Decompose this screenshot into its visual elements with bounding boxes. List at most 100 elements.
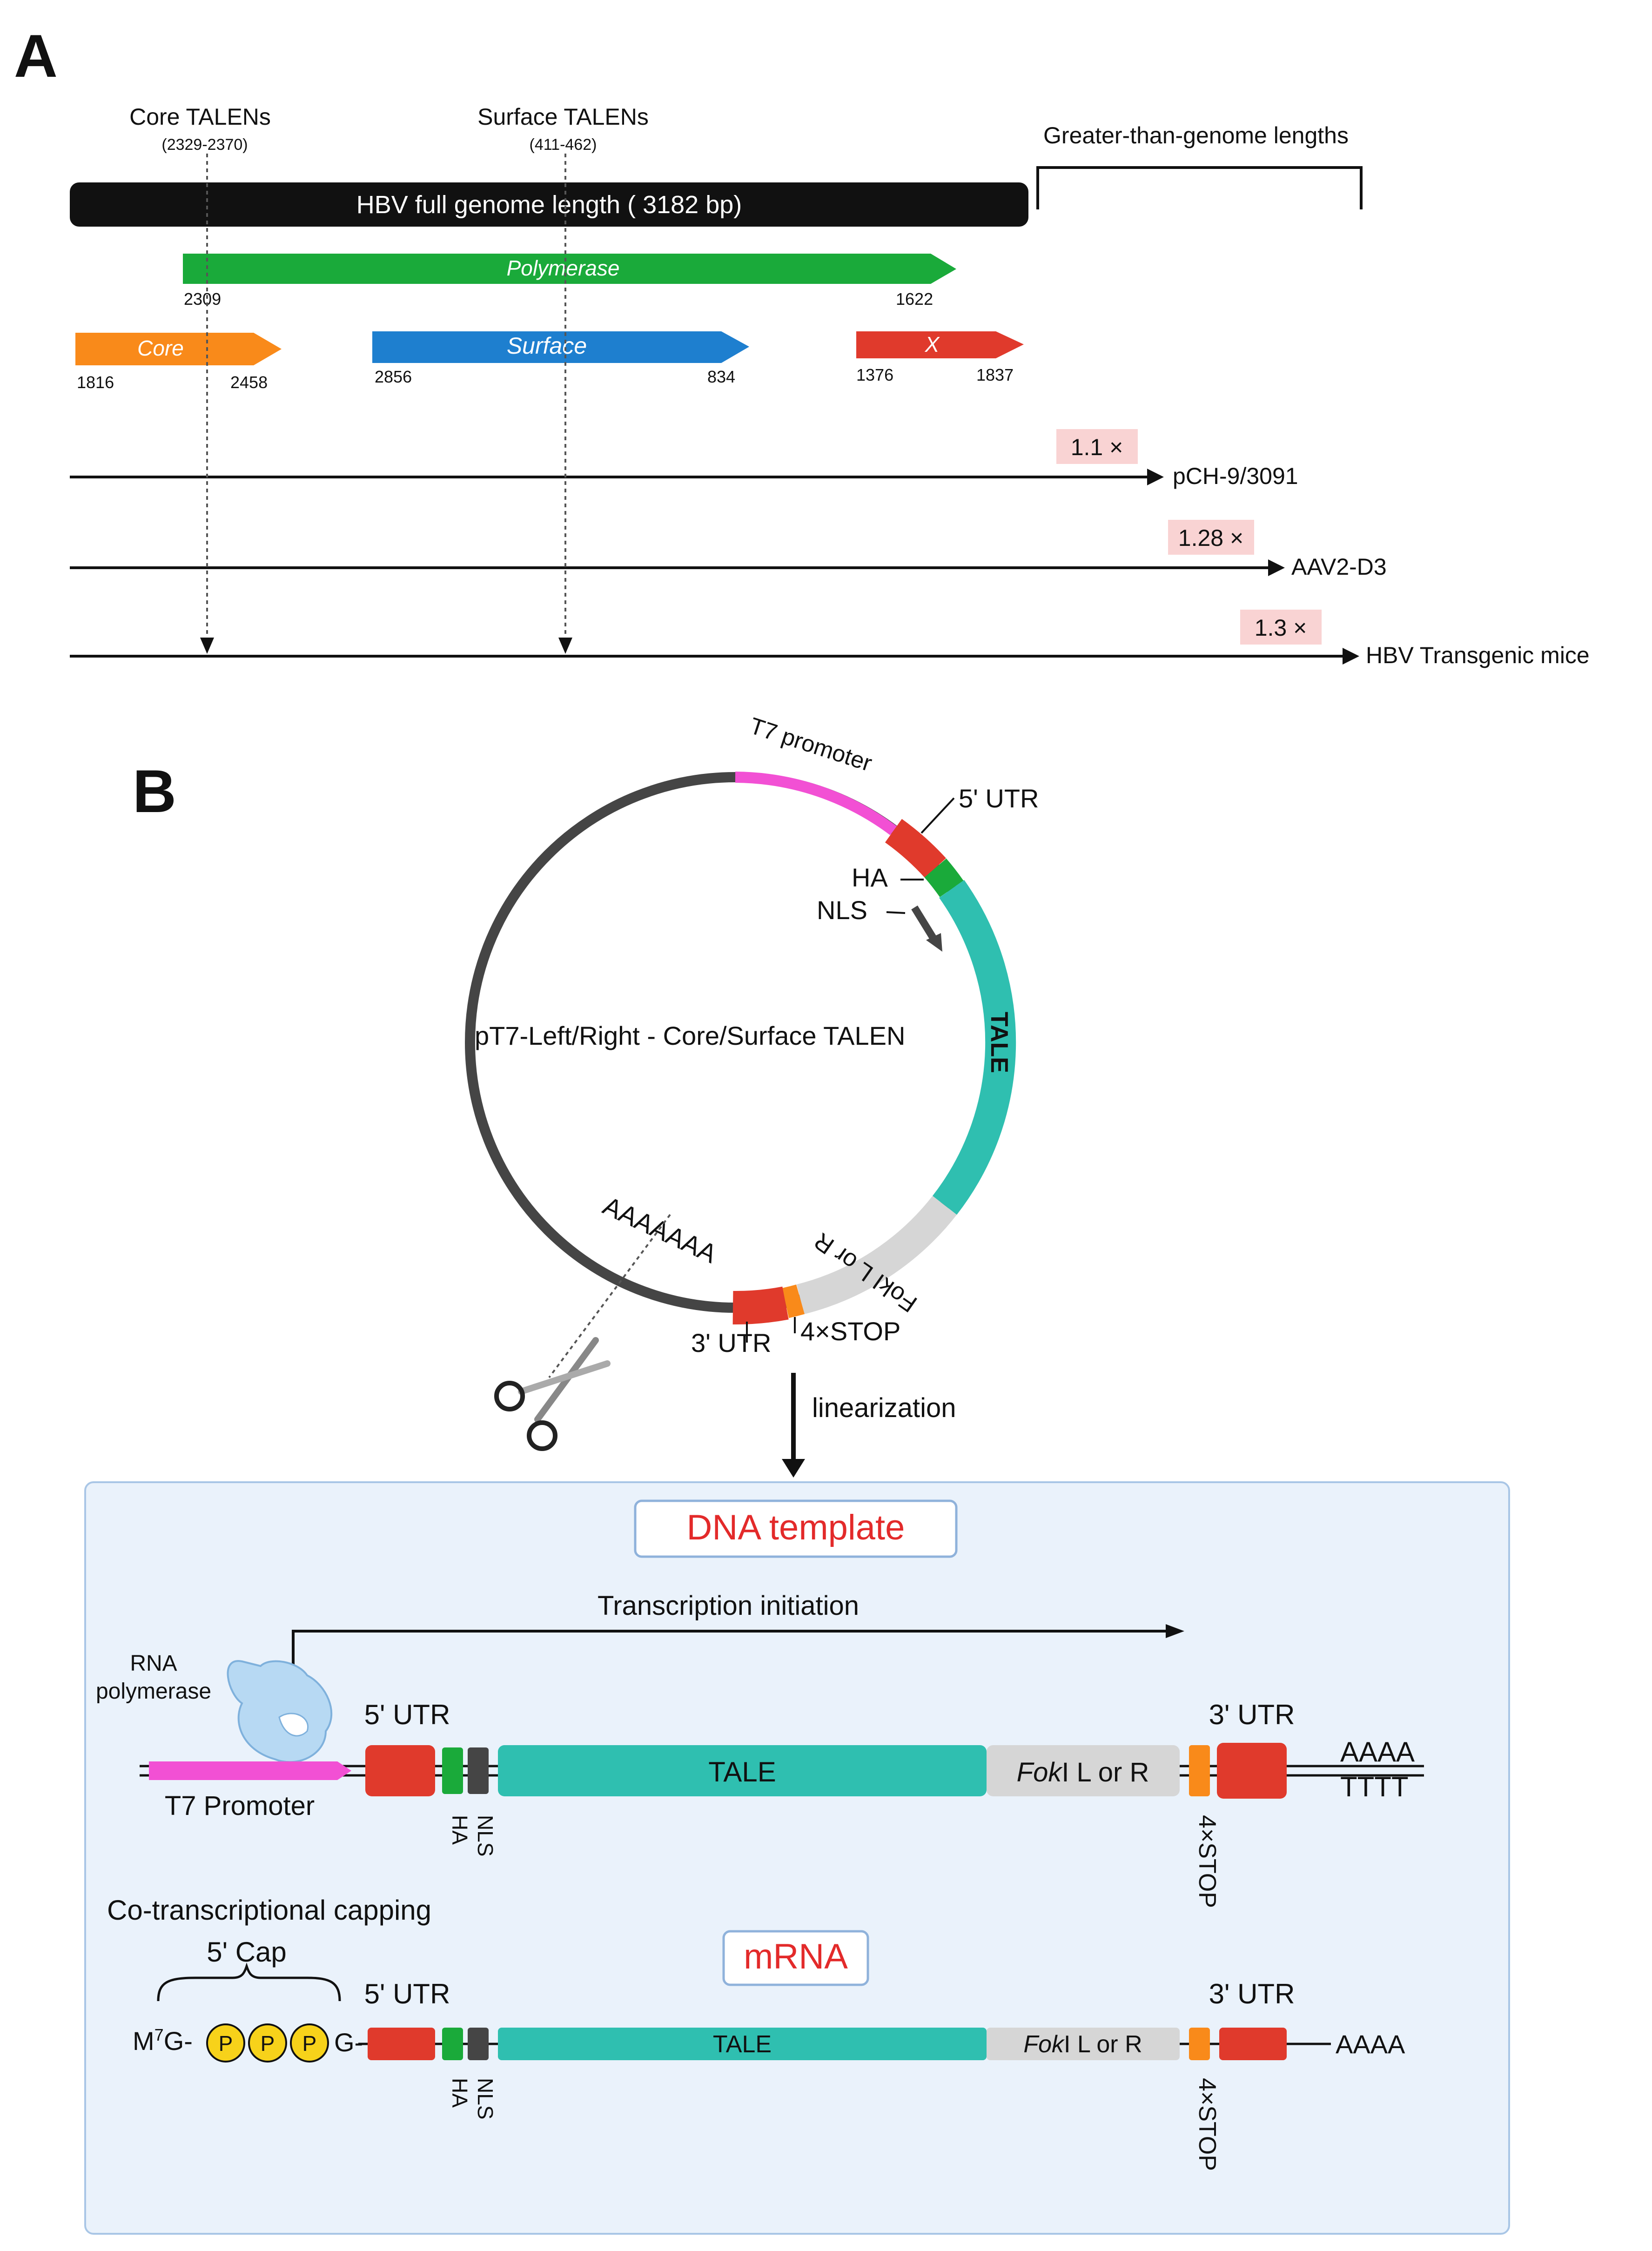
dna-3utr-block: [1217, 1743, 1287, 1799]
m7g-label: M7G-: [133, 2025, 193, 2056]
x-end: 1837: [976, 365, 1014, 384]
greater-than-genome-label: Greater-than-genome lengths: [1043, 122, 1349, 148]
genome-bar: [70, 182, 1028, 227]
phosphate-2: [248, 2023, 287, 2063]
mrna-3utr-block: [1219, 2028, 1287, 2060]
core-label: Core: [137, 336, 184, 360]
dna-tttt-label: TTTT: [1340, 1771, 1409, 1802]
polymerase-end: 1622: [896, 289, 933, 309]
phosphate-3-label: P: [302, 2031, 317, 2056]
dna-stop-label: 4×STOP: [1194, 1815, 1221, 1908]
mrna-stop-block: [1189, 2028, 1210, 2060]
transcription-initiation-label: Transcription initiation: [598, 1591, 859, 1621]
dna-3utr-label: 3' UTR: [1209, 1699, 1295, 1730]
m7g-g: G-: [164, 2026, 193, 2056]
rna-polymerase-label-line1: RNA: [130, 1651, 177, 1676]
plasmid-foki: [796, 1196, 957, 1314]
mrna-5utr-label: 5' UTR: [364, 1978, 450, 2009]
mrna-tale-block: [498, 2028, 987, 2060]
core-talens-label: Core TALENs: [129, 104, 271, 130]
mrna-nls-label: NLS: [473, 2078, 497, 2119]
dna-foki-label: FokI L or R: [1017, 1757, 1149, 1787]
surface-start: 2856: [375, 367, 412, 386]
x-start: 1376: [856, 365, 893, 384]
mrna-foki-italic: Fok: [1023, 2031, 1065, 2058]
cap-label: 5' Cap: [207, 1936, 287, 1968]
surface-label: Surface: [507, 333, 587, 359]
phosphate-2-label: P: [261, 2031, 275, 2056]
mrna-stop-label: 4×STOP: [1194, 2078, 1221, 2171]
phosphate-3: [290, 2023, 329, 2063]
dna-ha-label: HA: [448, 1815, 472, 1845]
dna-tale-label: TALE: [708, 1756, 776, 1787]
surface-end: 834: [707, 367, 735, 386]
polymerase-start: 2309: [184, 289, 221, 309]
rna-polymerase-label-line2: polymerase: [96, 1679, 211, 1704]
dna-tale-block: [498, 1745, 987, 1796]
dna-foki-block: [987, 1745, 1180, 1796]
dna-5utr-label: 5' UTR: [364, 1699, 450, 1730]
dna-t7-promoter: [149, 1761, 351, 1780]
cap-brace: [157, 1962, 341, 2002]
polymerase-arrow: [183, 254, 956, 284]
plasmid-5utr-label: 5' UTR: [959, 784, 1039, 813]
construct-name-1: pCH-9/3091: [1173, 463, 1298, 489]
greater-than-bracket: [1036, 166, 1363, 209]
core-talens-range: (2329-2370): [161, 136, 248, 154]
m7g-sup: 7: [154, 2025, 164, 2044]
plasmid-name: pT7-Left/Right - Core/Surface TALEN: [475, 1021, 905, 1050]
dna-foki-italic: Fok: [1017, 1757, 1063, 1787]
dna-t7-label: T7 Promoter: [165, 1791, 315, 1821]
x-arrow: [856, 331, 1024, 358]
transcription-arrowhead: [1166, 1624, 1184, 1638]
core-arrow: [75, 333, 282, 365]
panel-a: A Core TALENs (2329-2370) Surface TALENs…: [14, 22, 1590, 668]
panel-b-letter: B: [133, 757, 176, 825]
core-talen-arrowhead: [200, 638, 214, 654]
plasmid-nls-arrow: [911, 905, 936, 940]
plasmid-tale-label: TALE: [986, 1012, 1013, 1073]
x-label: X: [925, 332, 940, 356]
dna-ha-block: [442, 1747, 463, 1794]
core-end: 2458: [230, 373, 268, 392]
construct-fold-1: 1.1 ×: [1071, 434, 1123, 460]
mrna-ha-label: HA: [448, 2078, 472, 2108]
mrna-foki-label: FokI L or R: [1023, 2031, 1142, 2058]
dna-template-title: DNA template: [687, 1508, 905, 1547]
linearization-label: linearization: [812, 1393, 956, 1423]
scissors-icon: [494, 1337, 611, 1451]
plasmid-t7-label: T7 promoter: [746, 712, 875, 776]
mrna-tale-label: TALE: [713, 2031, 772, 2058]
construct-fold-badge-2: [1168, 520, 1254, 555]
plasmid-t7-promoter: [735, 772, 897, 835]
plasmid-5utr: [885, 819, 946, 878]
surface-talen-arrowhead: [558, 638, 572, 654]
mrna-5utr-block: [368, 2028, 435, 2060]
plasmid-nls-arrowhead: [926, 933, 942, 952]
dna-foki-rest: I L or R: [1061, 1757, 1149, 1787]
m7g-m: M: [133, 2026, 154, 2056]
mrna-ha-block: [442, 2028, 463, 2060]
mrna-title: mRNA: [744, 1937, 848, 1976]
dna-nls-block: [468, 1747, 489, 1794]
plasmid-5utr-leader: [920, 797, 955, 834]
surface-talens-range: (411-462): [530, 136, 597, 154]
plasmid-3utr: [732, 1286, 789, 1325]
construct-fold-badge-3: [1240, 610, 1322, 645]
capping-label: Co-transcriptional capping: [107, 1895, 431, 1926]
plasmid-ha: [924, 858, 964, 898]
mrna-nls-block: [468, 2028, 489, 2060]
mrna-g-label: G-: [334, 2028, 363, 2057]
construct-fold-3: 1.3 ×: [1255, 615, 1307, 641]
mrna-foki-rest: I L or R: [1064, 2031, 1142, 2058]
phosphate-1: [206, 2023, 245, 2063]
construct-name-3: HBV Transgenic mice: [1366, 642, 1590, 668]
mrna-3utr-label: 3' UTR: [1209, 1978, 1295, 2009]
dna-template-title-box: [634, 1499, 958, 1558]
surface-talens-label: Surface TALENs: [477, 104, 649, 130]
construct-fold-badge-1: [1056, 429, 1138, 464]
plasmid-3utr-label: 3' UTR: [691, 1328, 771, 1357]
mrna-tail-label: AAAA: [1336, 2029, 1405, 2059]
plasmid-nls-leader: [886, 911, 906, 914]
